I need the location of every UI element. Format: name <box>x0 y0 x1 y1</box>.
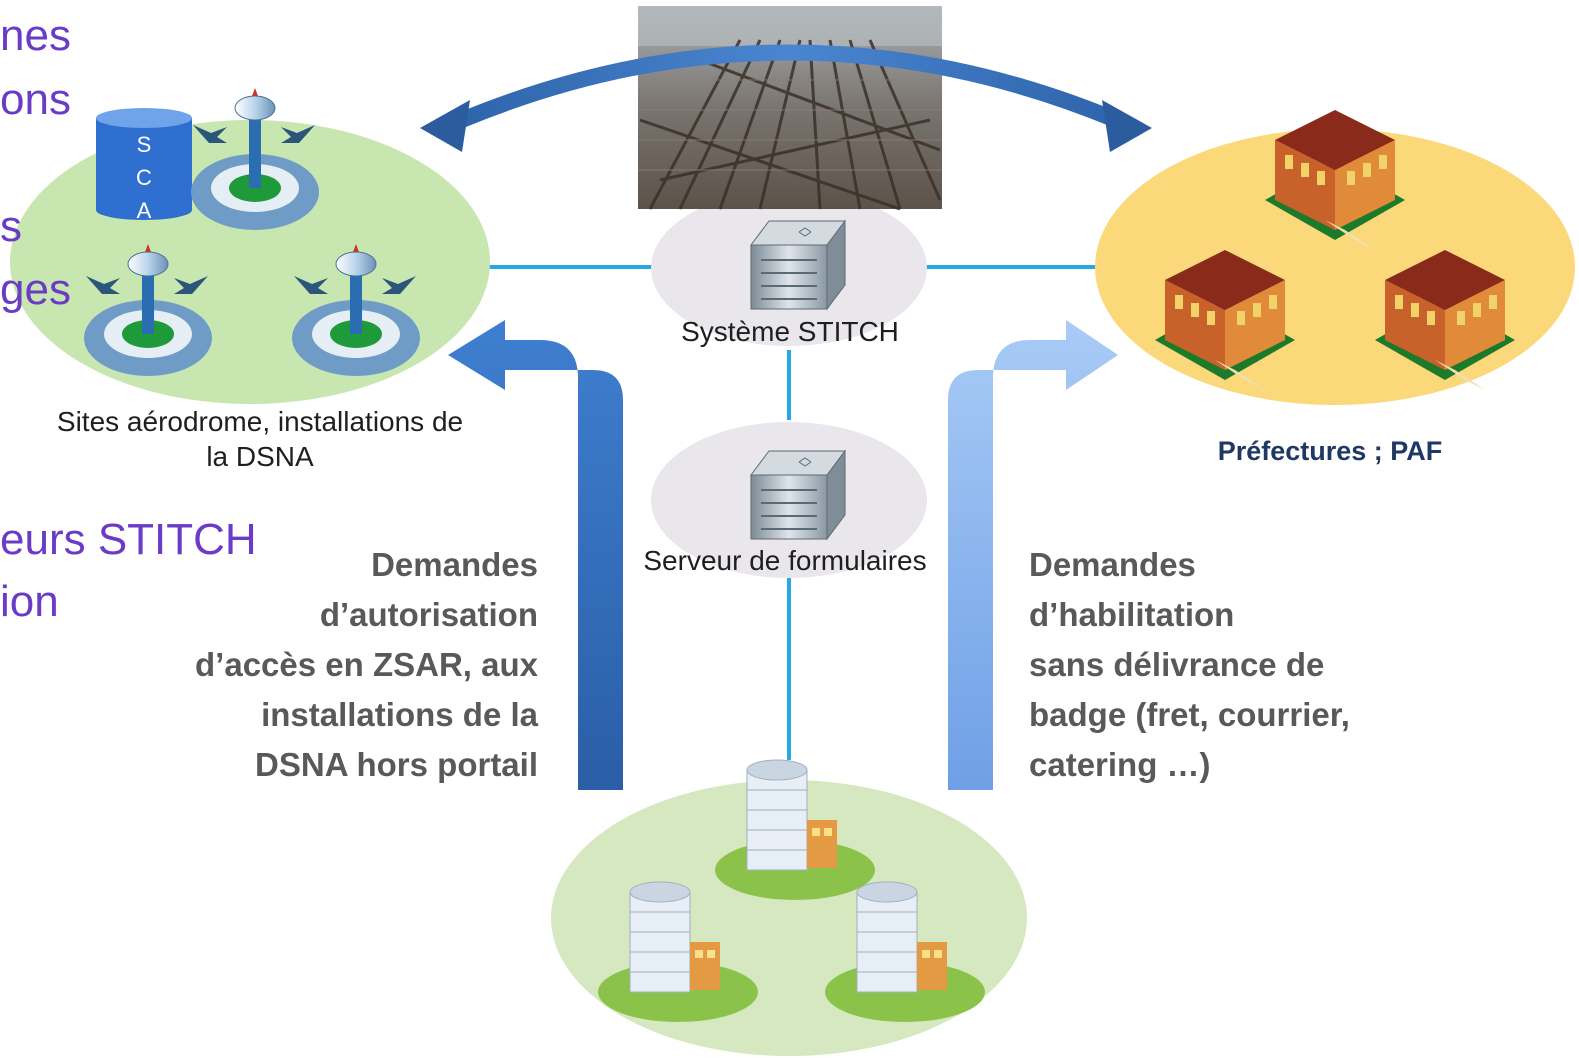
control-tower-icon-3 <box>292 244 420 376</box>
office-building-icon-3 <box>825 881 985 1022</box>
left-flow-line: DSNA hors portail <box>255 746 538 783</box>
office-building-icon-2 <box>598 881 758 1022</box>
prefecture-building-icon-2 <box>1155 250 1295 390</box>
left-flow-line: Demandes <box>371 546 538 583</box>
left-flow-line: d’accès en ZSAR, aux <box>195 646 538 683</box>
curved-double-arrow <box>420 44 1152 152</box>
left-flow-line: d’autorisation <box>319 596 538 633</box>
left-flow-line: installations de la <box>261 696 538 733</box>
prefecture-building-icon-1 <box>1265 110 1405 250</box>
right-flow-line: catering …) <box>1029 746 1211 783</box>
left-text-line-5: eurs STITCH <box>0 515 257 564</box>
right-flow-line: d’habilitation <box>1029 596 1235 633</box>
office-building-icon-1 <box>715 759 875 900</box>
sca-label: S C A <box>96 128 192 227</box>
sca-letter: C <box>136 165 152 190</box>
left-text-line-4: ges <box>0 265 71 314</box>
stitch-server-icon <box>750 219 846 311</box>
sca-letter: A <box>136 198 152 223</box>
railway-photo <box>638 6 942 211</box>
left-text-line-2: ons <box>0 75 71 124</box>
right-flow-line: badge (fret, courrier, <box>1029 696 1350 733</box>
right-flow-text: Demandes d’habilitation sans délivrance … <box>1029 540 1449 790</box>
right-flow-arrow <box>948 320 1118 790</box>
stitch-label: Système STITCH <box>681 316 899 347</box>
connector-lines <box>488 265 1098 760</box>
right-flow-line: sans délivrance de <box>1029 646 1325 683</box>
control-tower-icon-1 <box>191 88 319 230</box>
left-text-line-6: ion <box>0 577 59 626</box>
form-server-icon <box>750 449 846 541</box>
right-flow-line: Demandes <box>1029 546 1196 583</box>
aerodrome-caption-line-2: la DSNA <box>206 441 314 472</box>
left-flow-text: Demandes d’autorisation d’accès en ZSAR,… <box>130 540 538 790</box>
left-text-line-1: nes <box>0 11 71 60</box>
control-tower-icon-2 <box>84 244 212 376</box>
aerodrome-caption: Sites aérodrome, installations de la DSN… <box>10 404 510 474</box>
left-text-line-3: s <box>0 202 22 251</box>
form-server-label: Serveur de formulaires <box>643 545 927 576</box>
sca-letter: S <box>136 132 152 157</box>
prefecture-caption: Préfectures ; PAF <box>1217 436 1443 466</box>
left-flow-arrow <box>448 320 623 790</box>
aerodrome-caption-line-1: Sites aérodrome, installations de <box>56 406 464 437</box>
prefecture-building-icon-3 <box>1375 250 1515 390</box>
sca-database-icon <box>96 108 192 220</box>
